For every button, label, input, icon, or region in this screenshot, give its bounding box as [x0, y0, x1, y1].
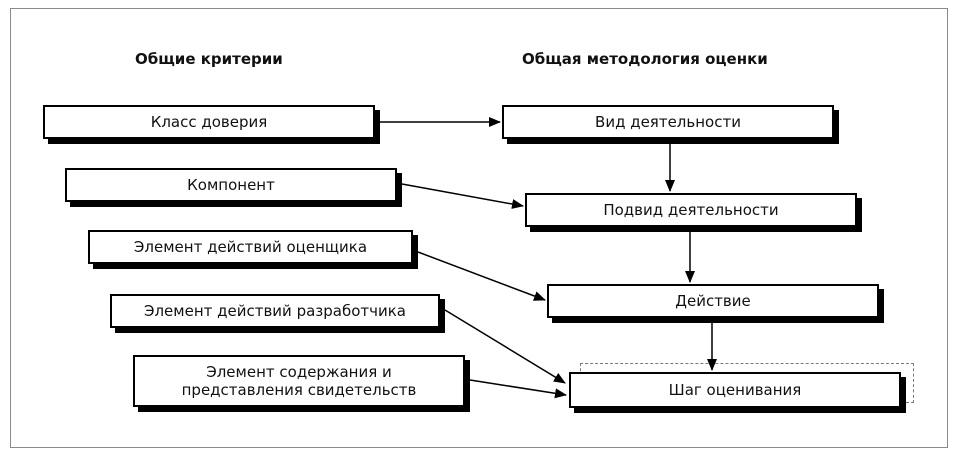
box-component: Компонент: [65, 168, 397, 202]
diagram-frame: [10, 8, 948, 448]
arrow-developer-to-step: [444, 309, 566, 384]
box-evaluation-step: Шаг оценивания: [569, 372, 901, 408]
box-activity-label: Вид деятельности: [595, 113, 741, 131]
box-assurance-class-label: Класс доверия: [150, 113, 268, 131]
arrow-component-to-subactivity: [401, 183, 524, 209]
box-content-presentation-element: Элемент содержания и представления свиде…: [133, 355, 465, 407]
box-subactivity: Подвид деятельности: [525, 193, 857, 227]
box-assurance-class: Класс доверия: [43, 105, 375, 139]
heading-common-criteria: Общие критерии: [135, 50, 283, 68]
box-developer-action-element-label: Элемент действий разработчика: [143, 302, 407, 320]
box-developer-action-element: Элемент действий разработчика: [110, 294, 440, 328]
box-action-label: Действие: [675, 292, 751, 310]
box-evaluator-action-element: Элемент действий оценщика: [88, 230, 413, 264]
box-subactivity-label: Подвид деятельности: [603, 201, 779, 219]
box-component-label: Компонент: [187, 176, 275, 194]
arrow-content-to-step: [469, 379, 567, 399]
box-evaluator-action-element-label: Элемент действий оценщика: [133, 238, 368, 256]
box-evaluation-step-label: Шаг оценивания: [668, 381, 802, 399]
box-action: Действие: [547, 284, 879, 318]
arrow-evaluator-to-action: [417, 251, 546, 301]
heading-common-methodology: Общая методология оценки: [522, 50, 768, 68]
box-content-presentation-element-label: Элемент содержания и представления свиде…: [181, 363, 417, 399]
box-activity: Вид деятельности: [502, 105, 834, 139]
